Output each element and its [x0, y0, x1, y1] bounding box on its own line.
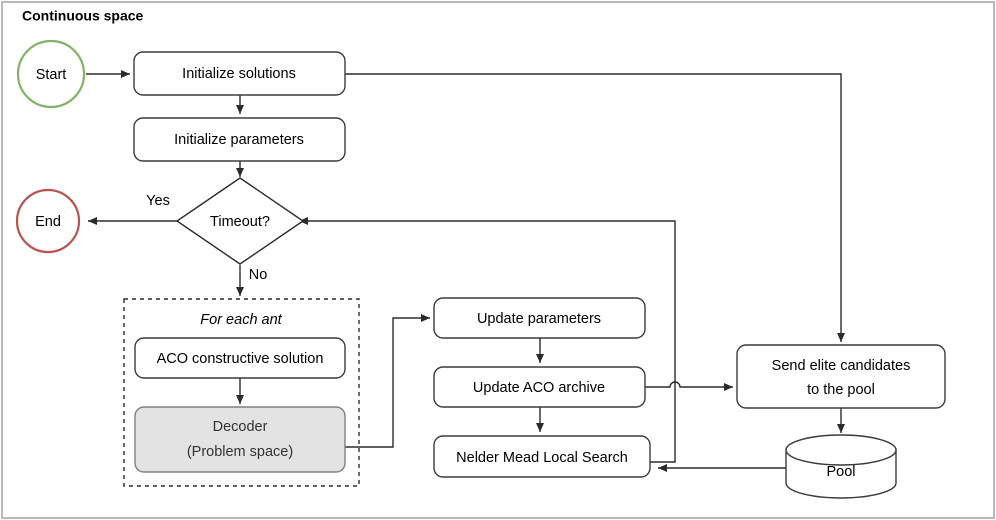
node-initialize-solutions[interactable] — [133, 51, 346, 96]
node-nelder-mead-local-search[interactable] — [433, 435, 651, 478]
panel-title: Continuous space — [22, 8, 144, 24]
node-timeout-label: Timeout? — [210, 214, 270, 230]
node-aco-constructive-solution-label: ACO constructive solution — [157, 351, 324, 367]
edge-label-yes: Yes — [146, 193, 170, 209]
pool-top — [785, 434, 897, 466]
edge-init-solutions-to-send-elite — [345, 73, 845, 342]
node-timeout-decision[interactable] — [175, 177, 305, 265]
node-initialize-parameters[interactable] — [133, 117, 346, 162]
edge-nelder-mead-to-timeout — [299, 217, 676, 463]
group-for-each-ant — [123, 298, 360, 487]
node-decoder-label-line1: Decoder — [213, 419, 268, 435]
group-for-each-ant-title: For each ant — [200, 312, 282, 328]
node-end-label: End — [35, 214, 61, 230]
node-update-parameters-label: Update parameters — [477, 311, 601, 327]
node-send-elite-candidates[interactable] — [736, 344, 946, 409]
node-nelder-mead-local-search-label: Nelder Mead Local Search — [456, 450, 628, 466]
node-send-elite-candidates-label-line1: Send elite candidates — [772, 358, 911, 374]
node-end[interactable] — [15, 188, 81, 254]
node-decoder[interactable] — [134, 406, 346, 473]
edge-update-archive-to-send-elite — [645, 381, 733, 391]
node-update-aco-archive-label: Update ACO archive — [473, 380, 605, 396]
node-aco-constructive-solution[interactable] — [134, 337, 346, 379]
node-update-aco-archive[interactable] — [433, 366, 646, 408]
node-pool[interactable] — [785, 434, 897, 499]
node-pool-label: Pool — [826, 464, 855, 480]
node-start[interactable] — [16, 39, 86, 109]
edge-decoder-to-update-parameters — [345, 314, 430, 448]
node-initialize-solutions-label: Initialize solutions — [182, 66, 296, 82]
node-start-label: Start — [36, 67, 67, 83]
node-initialize-parameters-label: Initialize parameters — [174, 132, 304, 148]
node-update-parameters[interactable] — [433, 297, 646, 339]
edge-label-no: No — [249, 267, 268, 283]
node-decoder-label-line2: (Problem space) — [187, 444, 293, 460]
node-send-elite-candidates-label-line2: to the pool — [807, 382, 875, 398]
